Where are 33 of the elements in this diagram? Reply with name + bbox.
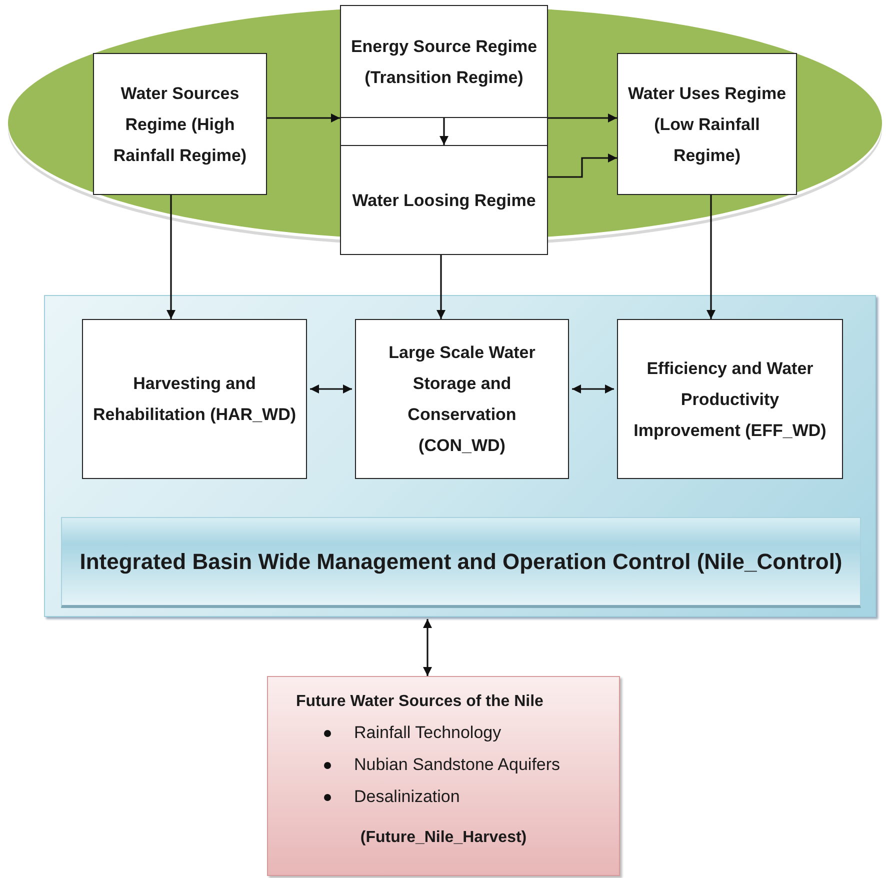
arrow bbox=[423, 619, 432, 676]
panel-background bbox=[44, 295, 876, 617]
future-sources-box bbox=[267, 676, 620, 876]
bullet-text: Rainfall Technology bbox=[354, 723, 502, 742]
box-label: Water Loosing Regime bbox=[352, 190, 536, 212]
box-label: (Future_Nile_Harvest) bbox=[359, 828, 528, 848]
box-label: Harvesting and Rehabilitation (HAR_WD) bbox=[92, 373, 298, 426]
arrow bbox=[706, 195, 716, 319]
arrow bbox=[267, 114, 340, 122]
arrow bbox=[436, 255, 446, 319]
box-label: Water Sources Regime (High Rainfall Regime) bbox=[112, 82, 248, 167]
arrow bbox=[310, 384, 352, 394]
bullet-text: Nubian Sandstone Aquifers bbox=[354, 755, 560, 774]
box-label: Efficiency and Water Productivity Improvement (EFF_WD) bbox=[632, 358, 828, 442]
bullet-text: Desalinization bbox=[354, 787, 460, 806]
box-label: Water Uses Regime (Low Rainfall Regime) bbox=[626, 82, 788, 167]
control-band bbox=[61, 517, 861, 608]
process-box bbox=[82, 319, 307, 479]
box-label: Integrated Basin Wide Management and Operation Control (Nile_Control) bbox=[80, 548, 842, 576]
process-box bbox=[340, 5, 548, 118]
arrow bbox=[548, 114, 617, 122]
arrow bbox=[440, 118, 448, 145]
arrow bbox=[166, 195, 176, 319]
arrow bbox=[548, 154, 617, 178]
process-box bbox=[340, 145, 548, 255]
box-label: Energy Source Regime (Transition Regime) bbox=[350, 36, 538, 89]
process-box bbox=[355, 319, 569, 479]
arrow bbox=[572, 384, 614, 394]
box-heading: Future Water Sources of the Nile bbox=[296, 692, 544, 712]
process-box bbox=[93, 53, 267, 195]
box-label: Large Scale Water Storage and Conservation (CON_WD) bbox=[388, 342, 536, 457]
process-box bbox=[617, 319, 843, 479]
process-box bbox=[617, 53, 797, 195]
